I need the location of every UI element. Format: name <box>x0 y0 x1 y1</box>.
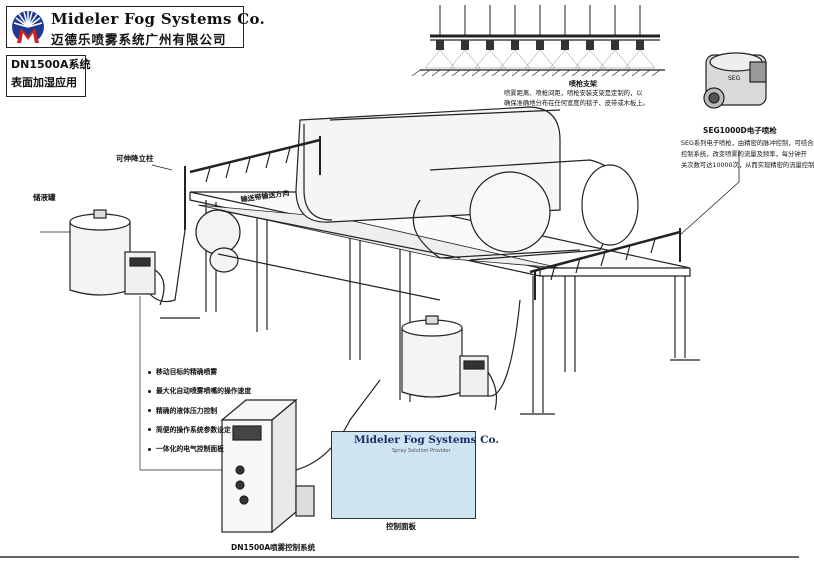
company-logo-icon <box>12 11 44 43</box>
control-system-label: DN1500A喷雾控制系统 <box>231 543 316 552</box>
conveyor-belt <box>195 204 561 301</box>
feature-item: 精确的液体压力控制 <box>148 402 251 421</box>
control-panel-screen: Mideler Fog Systems Co. Spray Solution P… <box>331 431 499 519</box>
control-cabinet <box>220 379 381 534</box>
electronic-nozzle-icon: SEG <box>703 52 767 109</box>
bottom-divider <box>0 556 799 558</box>
feature-list: 移动目标的精确喷雾 最大化自动喷雾喷嘴的操作速度 精确的液体压力控制 简便的操作… <box>148 363 251 459</box>
company-name-en: Mideler Fog Systems Co. <box>51 10 266 28</box>
company-logo-box: Mideler Fog Systems Co. 迈德乐喷雾系统广州有限公司 <box>6 6 265 48</box>
panel-company-name: Mideler Fog Systems Co. <box>354 434 500 446</box>
pump-box-right <box>459 299 521 411</box>
system-application: 表面加湿应用 <box>11 76 77 89</box>
feature-item: 简便的操作系统参数设定 <box>148 421 251 440</box>
nozzle-model-label: SEG1000D电子喷枪 <box>703 126 777 135</box>
nozzle-desc-3: 关次数可达10000次，从而实现精密的流量控制 <box>681 162 814 169</box>
drum-dryer <box>295 106 639 261</box>
system-name: DN1500A系统 <box>11 58 91 71</box>
liquid-tank-left <box>69 209 131 296</box>
nozzle-bracket-title: 喷枪支架 <box>569 80 597 88</box>
nozzle-desc-1: SEG系列电子喷枪，由精密的脉冲控制，可结合 <box>681 140 814 147</box>
feature-item: 移动目标的精确喷雾 <box>148 363 251 382</box>
tank-label: 储液罐 <box>33 193 56 202</box>
spray-bar-right <box>529 228 681 300</box>
company-name-cn: 迈德乐喷雾系统广州有限公司 <box>51 32 227 47</box>
control-panel-label: 控制面板 <box>386 522 416 531</box>
nozzle-desc-2: 控制系统，改变喷雾的流量及频率，每分钟开 <box>681 151 807 158</box>
nozzle-bracket-desc-2: 确保准确地分布在任何宽度的毯子、皮带或木板上。 <box>504 100 649 107</box>
nozzle-bracket-desc-1: 喷雾距离、喷枪间距，喷枪安装支架是定制的，以 <box>504 90 643 97</box>
nozzle-bracket-detail <box>411 5 665 77</box>
pump-box-left <box>124 229 186 306</box>
spray-bar-left <box>184 136 321 230</box>
feature-item: 一体化的电气控制面板 <box>148 440 251 459</box>
retractable-column-label: 可伸降立柱 <box>116 154 154 163</box>
panel-subtitle: Spray Solution Provider <box>392 448 451 454</box>
system-label-box: DN1500A系统 表面加湿应用 <box>6 55 91 97</box>
feature-item: 最大化自动喷雾喷嘴的操作速度 <box>148 382 251 401</box>
liquid-tank-right <box>401 315 463 398</box>
svg-text:SEG: SEG <box>728 75 741 82</box>
